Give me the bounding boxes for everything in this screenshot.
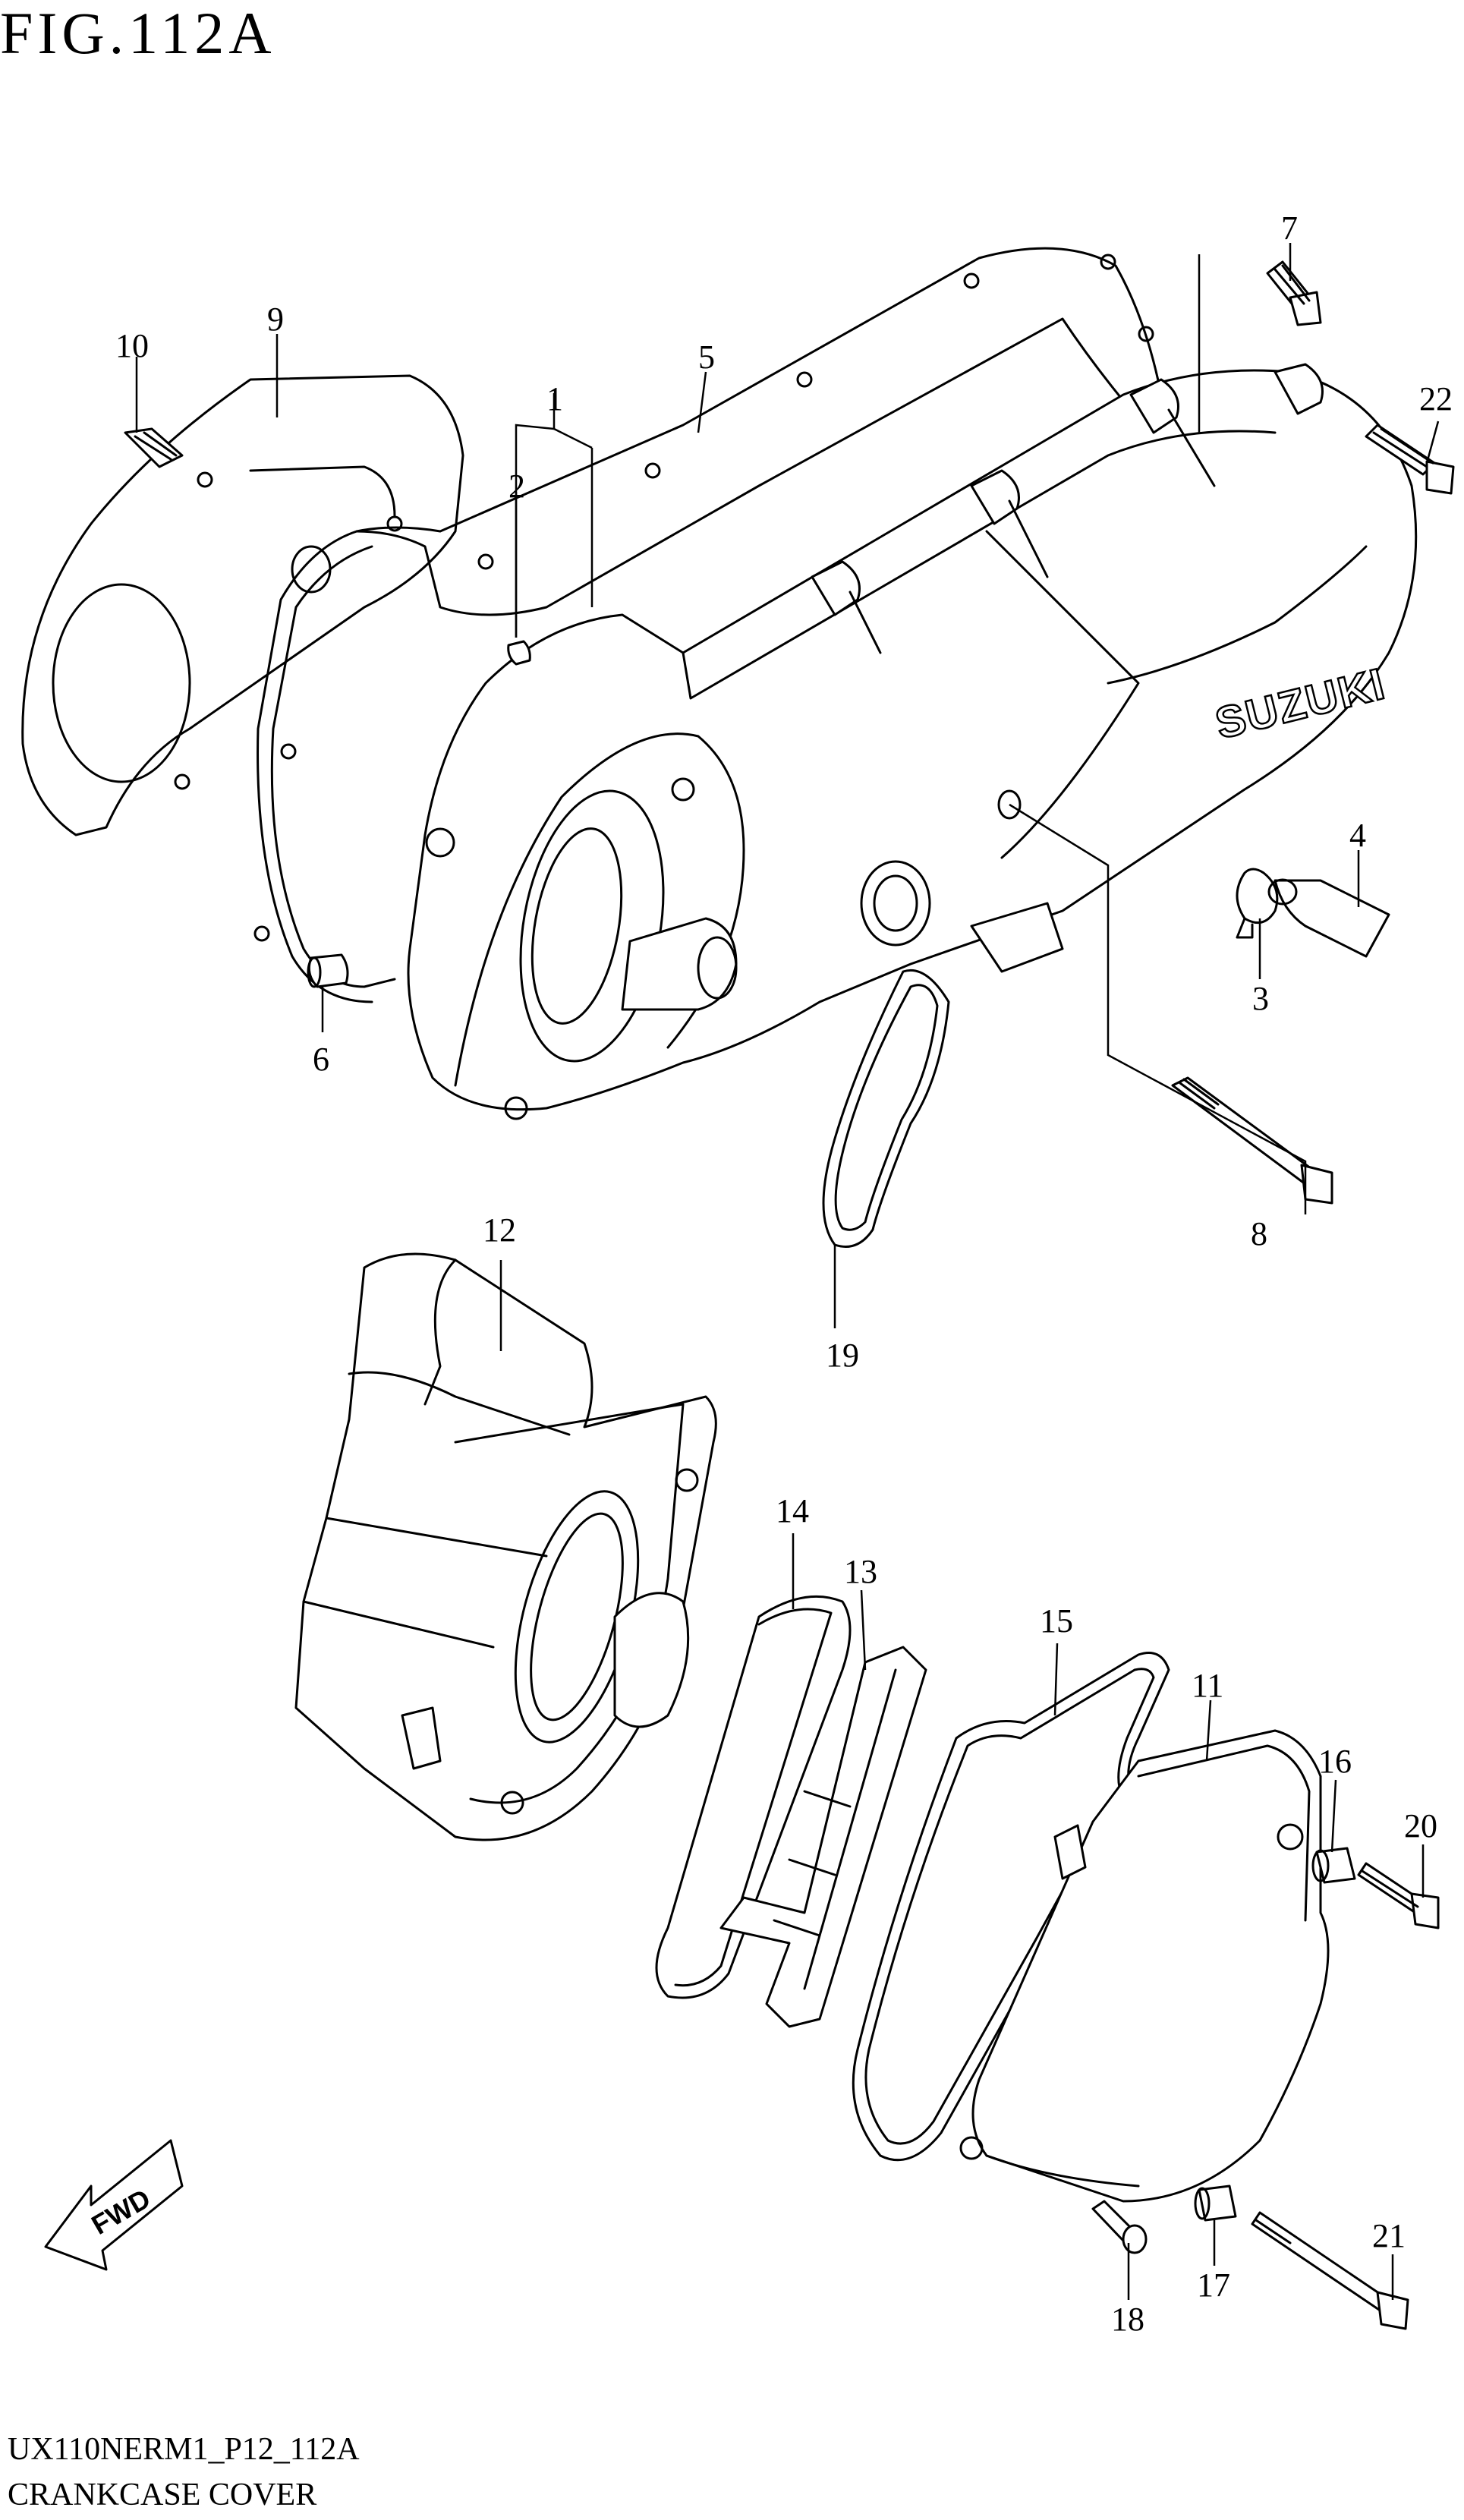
part-15-gasket xyxy=(852,1652,1170,2162)
figure-title: FIG.112A xyxy=(0,0,276,66)
part-12-air-cleaner-case xyxy=(294,1252,717,1841)
callout-15: 15 xyxy=(1040,1602,1073,1640)
callout-1: 1 xyxy=(546,380,563,417)
part-3-clamp xyxy=(1236,868,1279,939)
part-1-crankcase-cover xyxy=(407,363,1418,1120)
part-6-dowel-pin xyxy=(307,953,349,988)
figure-code: UX110NERM1_P12_112A xyxy=(8,2432,360,2467)
callout-8: 8 xyxy=(1251,1215,1267,1252)
callout-18: 18 xyxy=(1111,2301,1144,2338)
part-17-collar xyxy=(1194,2185,1237,2222)
callout-12: 12 xyxy=(483,1211,516,1249)
callout-14: 14 xyxy=(776,1492,809,1529)
callout-19: 19 xyxy=(826,1337,859,1374)
callout-6: 6 xyxy=(313,1041,329,1078)
part-10-bolt xyxy=(124,427,184,468)
figure-caption: CRANKCASE COVER xyxy=(8,2477,316,2512)
part-4-cap xyxy=(1267,878,1390,958)
fwd-arrow-icon: FWD xyxy=(44,2139,184,2271)
part-11-air-cleaner-cover xyxy=(959,1729,1330,2203)
part-16-collar xyxy=(1311,1847,1356,1884)
callout-labels: 1 2 3 4 5 6 7 8 9 10 11 12 13 14 15 16 1… xyxy=(115,209,1453,2338)
callout-21: 21 xyxy=(1372,2217,1406,2254)
part-8-bolt xyxy=(1171,1076,1333,1205)
leader-lines xyxy=(135,243,1440,2300)
part-7-bolt xyxy=(1266,260,1322,326)
callout-13: 13 xyxy=(844,1553,877,1590)
callout-9: 9 xyxy=(267,301,284,338)
callout-20: 20 xyxy=(1404,1807,1437,1844)
callout-5: 5 xyxy=(698,339,715,376)
part-21-bolt xyxy=(1251,2211,1409,2330)
part-13-element-frame xyxy=(719,1646,927,2028)
callout-10: 10 xyxy=(115,327,149,364)
part-22-bolt xyxy=(1365,424,1455,495)
part-20-bolt xyxy=(1357,1862,1440,1929)
part-14-filter-element xyxy=(655,1595,852,1999)
part-19-gasket xyxy=(822,969,950,1248)
callout-3: 3 xyxy=(1252,980,1269,1017)
callout-11: 11 xyxy=(1192,1667,1223,1704)
callout-7: 7 xyxy=(1281,209,1298,247)
callout-4: 4 xyxy=(1349,817,1366,854)
callout-2: 2 xyxy=(508,468,525,505)
part-2-dowel-pin xyxy=(507,640,531,666)
part-18-screw xyxy=(1091,2200,1148,2254)
part-9-inner-plate xyxy=(21,374,464,836)
callout-22: 22 xyxy=(1419,380,1453,417)
callout-16: 16 xyxy=(1318,1743,1352,1780)
callout-17: 17 xyxy=(1197,2266,1230,2304)
